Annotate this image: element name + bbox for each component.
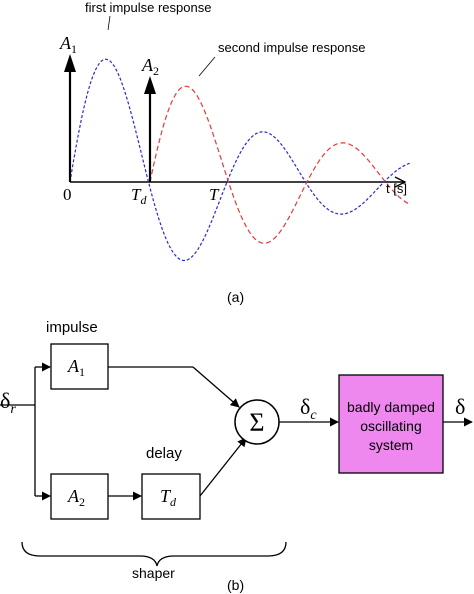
output-symbol: δ: [455, 394, 465, 419]
impulse-arrowhead-A2: [144, 76, 156, 94]
impulse-label: impulse: [46, 319, 98, 336]
time-axis-label: t [s]: [386, 181, 407, 196]
T-label: T: [209, 185, 220, 204]
first-response-leader: [107, 15, 111, 31]
caption-b: (b): [227, 577, 244, 593]
second-impulse-response-curve: [149, 85, 411, 244]
origin-label: 0: [63, 185, 72, 204]
gain-block-A2-label: A2: [67, 486, 85, 509]
gain-block-A1: [50, 343, 109, 390]
input-symbol: δr: [0, 388, 16, 417]
delay-block-Td: [141, 473, 201, 520]
system-block: [338, 374, 444, 474]
Td-label: Td: [131, 185, 147, 207]
system-label-line-3: system: [369, 437, 413, 453]
caption-a: (a): [227, 289, 244, 305]
delay-block-Td-label: Td: [160, 486, 177, 509]
shaper-brace: [21, 541, 287, 567]
gain-block-A2: [50, 473, 109, 520]
Td-to-sum-diagonal: [199, 437, 247, 497]
delay-label: delay: [146, 445, 182, 462]
shaper-label: shaper: [132, 565, 175, 581]
second-response-label: second impulse response: [218, 40, 365, 55]
impulse-arrowhead-A1: [64, 54, 76, 72]
first-impulse-response-curve: [69, 58, 411, 262]
A1-to-sum-diagonal: [192, 366, 240, 408]
mid-signal-symbol: δc: [300, 394, 317, 423]
system-label-line-2: oscillating: [360, 418, 421, 434]
first-response-label: first impulse response: [85, 0, 211, 15]
system-label-line-1: badly damped: [347, 399, 435, 415]
time-axis-arrowhead: [394, 176, 407, 188]
A2-label: A2: [141, 55, 159, 78]
A1-label: A1: [59, 33, 77, 56]
second-response-leader: [198, 56, 216, 77]
summing-symbol: Σ: [249, 408, 264, 437]
gain-block-A1-label: A1: [67, 356, 85, 379]
figure-b: δr impulse A1 A2 delay Td Σ δc badly dam…: [0, 319, 473, 593]
figure-a: first impulse response second impulse re…: [59, 0, 411, 305]
